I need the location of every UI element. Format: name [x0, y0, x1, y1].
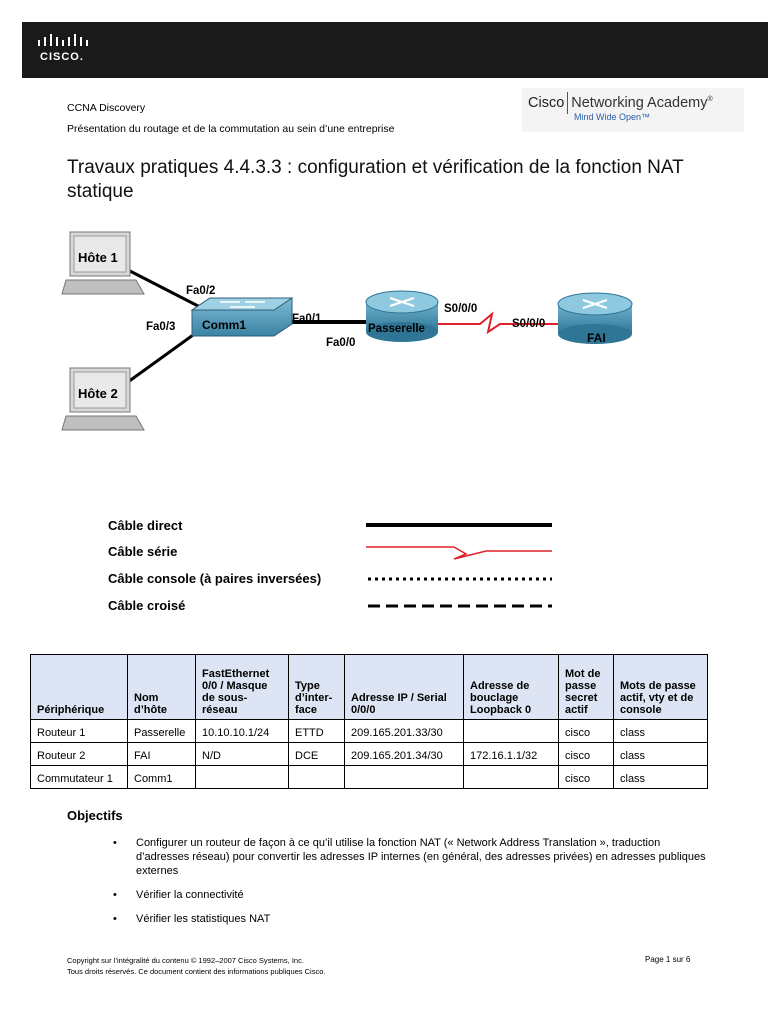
- col-ip-address: Adresse IP / Serial 0/0/0: [344, 654, 464, 720]
- cell: Routeur 1: [30, 719, 128, 743]
- gateway-router-icon: [365, 290, 439, 342]
- link-host1-switch: [127, 268, 201, 309]
- cisco-logo-text: CISCO.: [40, 51, 84, 63]
- legend-label-straight: Câble direct: [108, 518, 183, 533]
- port-fa03: Fa0/3: [146, 321, 175, 333]
- gateway-label: Passerelle: [368, 323, 425, 335]
- course-name: CCNA Discovery: [67, 102, 146, 114]
- port-s000-isp: S0/0/0: [512, 318, 545, 330]
- academy-title: Networking Academy: [571, 94, 708, 111]
- cell: 209.165.201.33/30: [344, 719, 464, 743]
- cell: cisco: [558, 765, 614, 789]
- col-fastethernet: FastEthernet 0/0 / Masque de sous-réseau: [195, 654, 289, 720]
- legend-label-crossover: Câble croisé: [108, 598, 186, 613]
- port-fa02: Fa0/2: [186, 285, 215, 297]
- topology-diagram: Hôte 1 Hôte 2 Comm1 Passerelle FAI Fa0/2…: [61, 231, 633, 431]
- cell: 172.16.1.1/32: [463, 742, 559, 766]
- col-passwords: Mots de passe actif, vty et de console: [613, 654, 708, 720]
- table-row: Routeur 2 FAI N/D DCE 209.165.201.34/30 …: [30, 742, 708, 766]
- legend-label-console: Câble console (à paires inversées): [108, 571, 322, 586]
- addressing-table: Périphérique Nom d’hôte FastEthernet 0/0…: [30, 654, 708, 789]
- link-host2-switch: [127, 328, 201, 384]
- list-item: Vérifier les statistiques NAT: [113, 912, 713, 926]
- academy-brand: Cisco: [528, 94, 565, 111]
- document-header: CCNA Discovery Présentation du routage e…: [67, 98, 394, 140]
- cell: Commutateur 1: [30, 765, 128, 789]
- col-loopback: Adresse de bouclage Loopback 0: [463, 654, 559, 720]
- legend-label-serial: Câble série: [108, 544, 178, 559]
- col-secret: Mot de passe secret actif: [558, 654, 614, 720]
- footer-copyright: Copyright sur l’intégralité du contenu ©…: [67, 955, 325, 977]
- cell: [344, 765, 464, 789]
- cell: ETTD: [288, 719, 345, 743]
- switch-icon: [190, 297, 294, 337]
- cell: FAI: [127, 742, 196, 766]
- copyright-text: Copyright sur l’intégralité du contenu ©…: [67, 956, 304, 965]
- cell: class: [613, 765, 708, 789]
- cell: [288, 765, 345, 789]
- rights-text: Tous droits réservés. Ce document contie…: [67, 967, 326, 976]
- table-row: Commutateur 1 Comm1 cisco class: [30, 765, 708, 789]
- cell: class: [613, 719, 708, 743]
- port-s000-gateway: S0/0/0: [444, 303, 477, 315]
- cell: [463, 719, 559, 743]
- host1-icon: [61, 231, 145, 295]
- list-item: Vérifier la connectivité: [113, 888, 713, 902]
- table-header-row: Périphérique Nom d’hôte FastEthernet 0/0…: [30, 654, 708, 720]
- cell: Routeur 2: [30, 742, 128, 766]
- col-device: Périphérique: [30, 654, 128, 720]
- port-fa01: Fa0/1: [292, 313, 322, 325]
- cell: 10.10.10.1/24: [195, 719, 289, 743]
- cell: N/D: [195, 742, 289, 766]
- isp-router-icon: [557, 292, 633, 344]
- switch-label: Comm1: [202, 318, 246, 332]
- cell: Comm1: [127, 765, 196, 789]
- objectives-heading: Objectifs: [67, 808, 123, 823]
- isp-label: FAI: [587, 331, 606, 345]
- page-number: Page 1 sur 6: [645, 955, 691, 964]
- academy-tagline: Mind Wide Open™: [574, 112, 651, 122]
- serial-cable-line: [366, 546, 552, 560]
- objectives-list: Configurer un routeur de façon à ce qu’i…: [113, 836, 713, 936]
- host2-label: Hôte 2: [78, 386, 118, 401]
- col-hostname: Nom d’hôte: [127, 654, 196, 720]
- table-row: Routeur 1 Passerelle 10.10.10.1/24 ETTD …: [30, 719, 708, 743]
- cisco-logo: CISCO.: [36, 34, 96, 68]
- legend-lines: [366, 523, 552, 608]
- cell: class: [613, 742, 708, 766]
- cell: cisco: [558, 742, 614, 766]
- cell: [195, 765, 289, 789]
- port-fa00: Fa0/0: [326, 337, 355, 349]
- col-interface-type: Type d’inter-face: [288, 654, 345, 720]
- cell: cisco: [558, 719, 614, 743]
- list-item: Configurer un routeur de façon à ce qu’i…: [113, 836, 713, 878]
- cell: [463, 765, 559, 789]
- cell: 209.165.201.34/30: [344, 742, 464, 766]
- course-subtitle: Présentation du routage et de la commuta…: [67, 123, 395, 135]
- host1-label: Hôte 1: [78, 250, 118, 265]
- page-title: Travaux pratiques 4.4.3.3 : configuratio…: [67, 157, 684, 202]
- cell: DCE: [288, 742, 345, 766]
- cisco-bars-icon: [38, 34, 88, 46]
- host2-icon: [61, 367, 145, 431]
- header-bar: CISCO.: [22, 22, 768, 78]
- serial-link: [438, 311, 560, 335]
- cell: Passerelle: [127, 719, 196, 743]
